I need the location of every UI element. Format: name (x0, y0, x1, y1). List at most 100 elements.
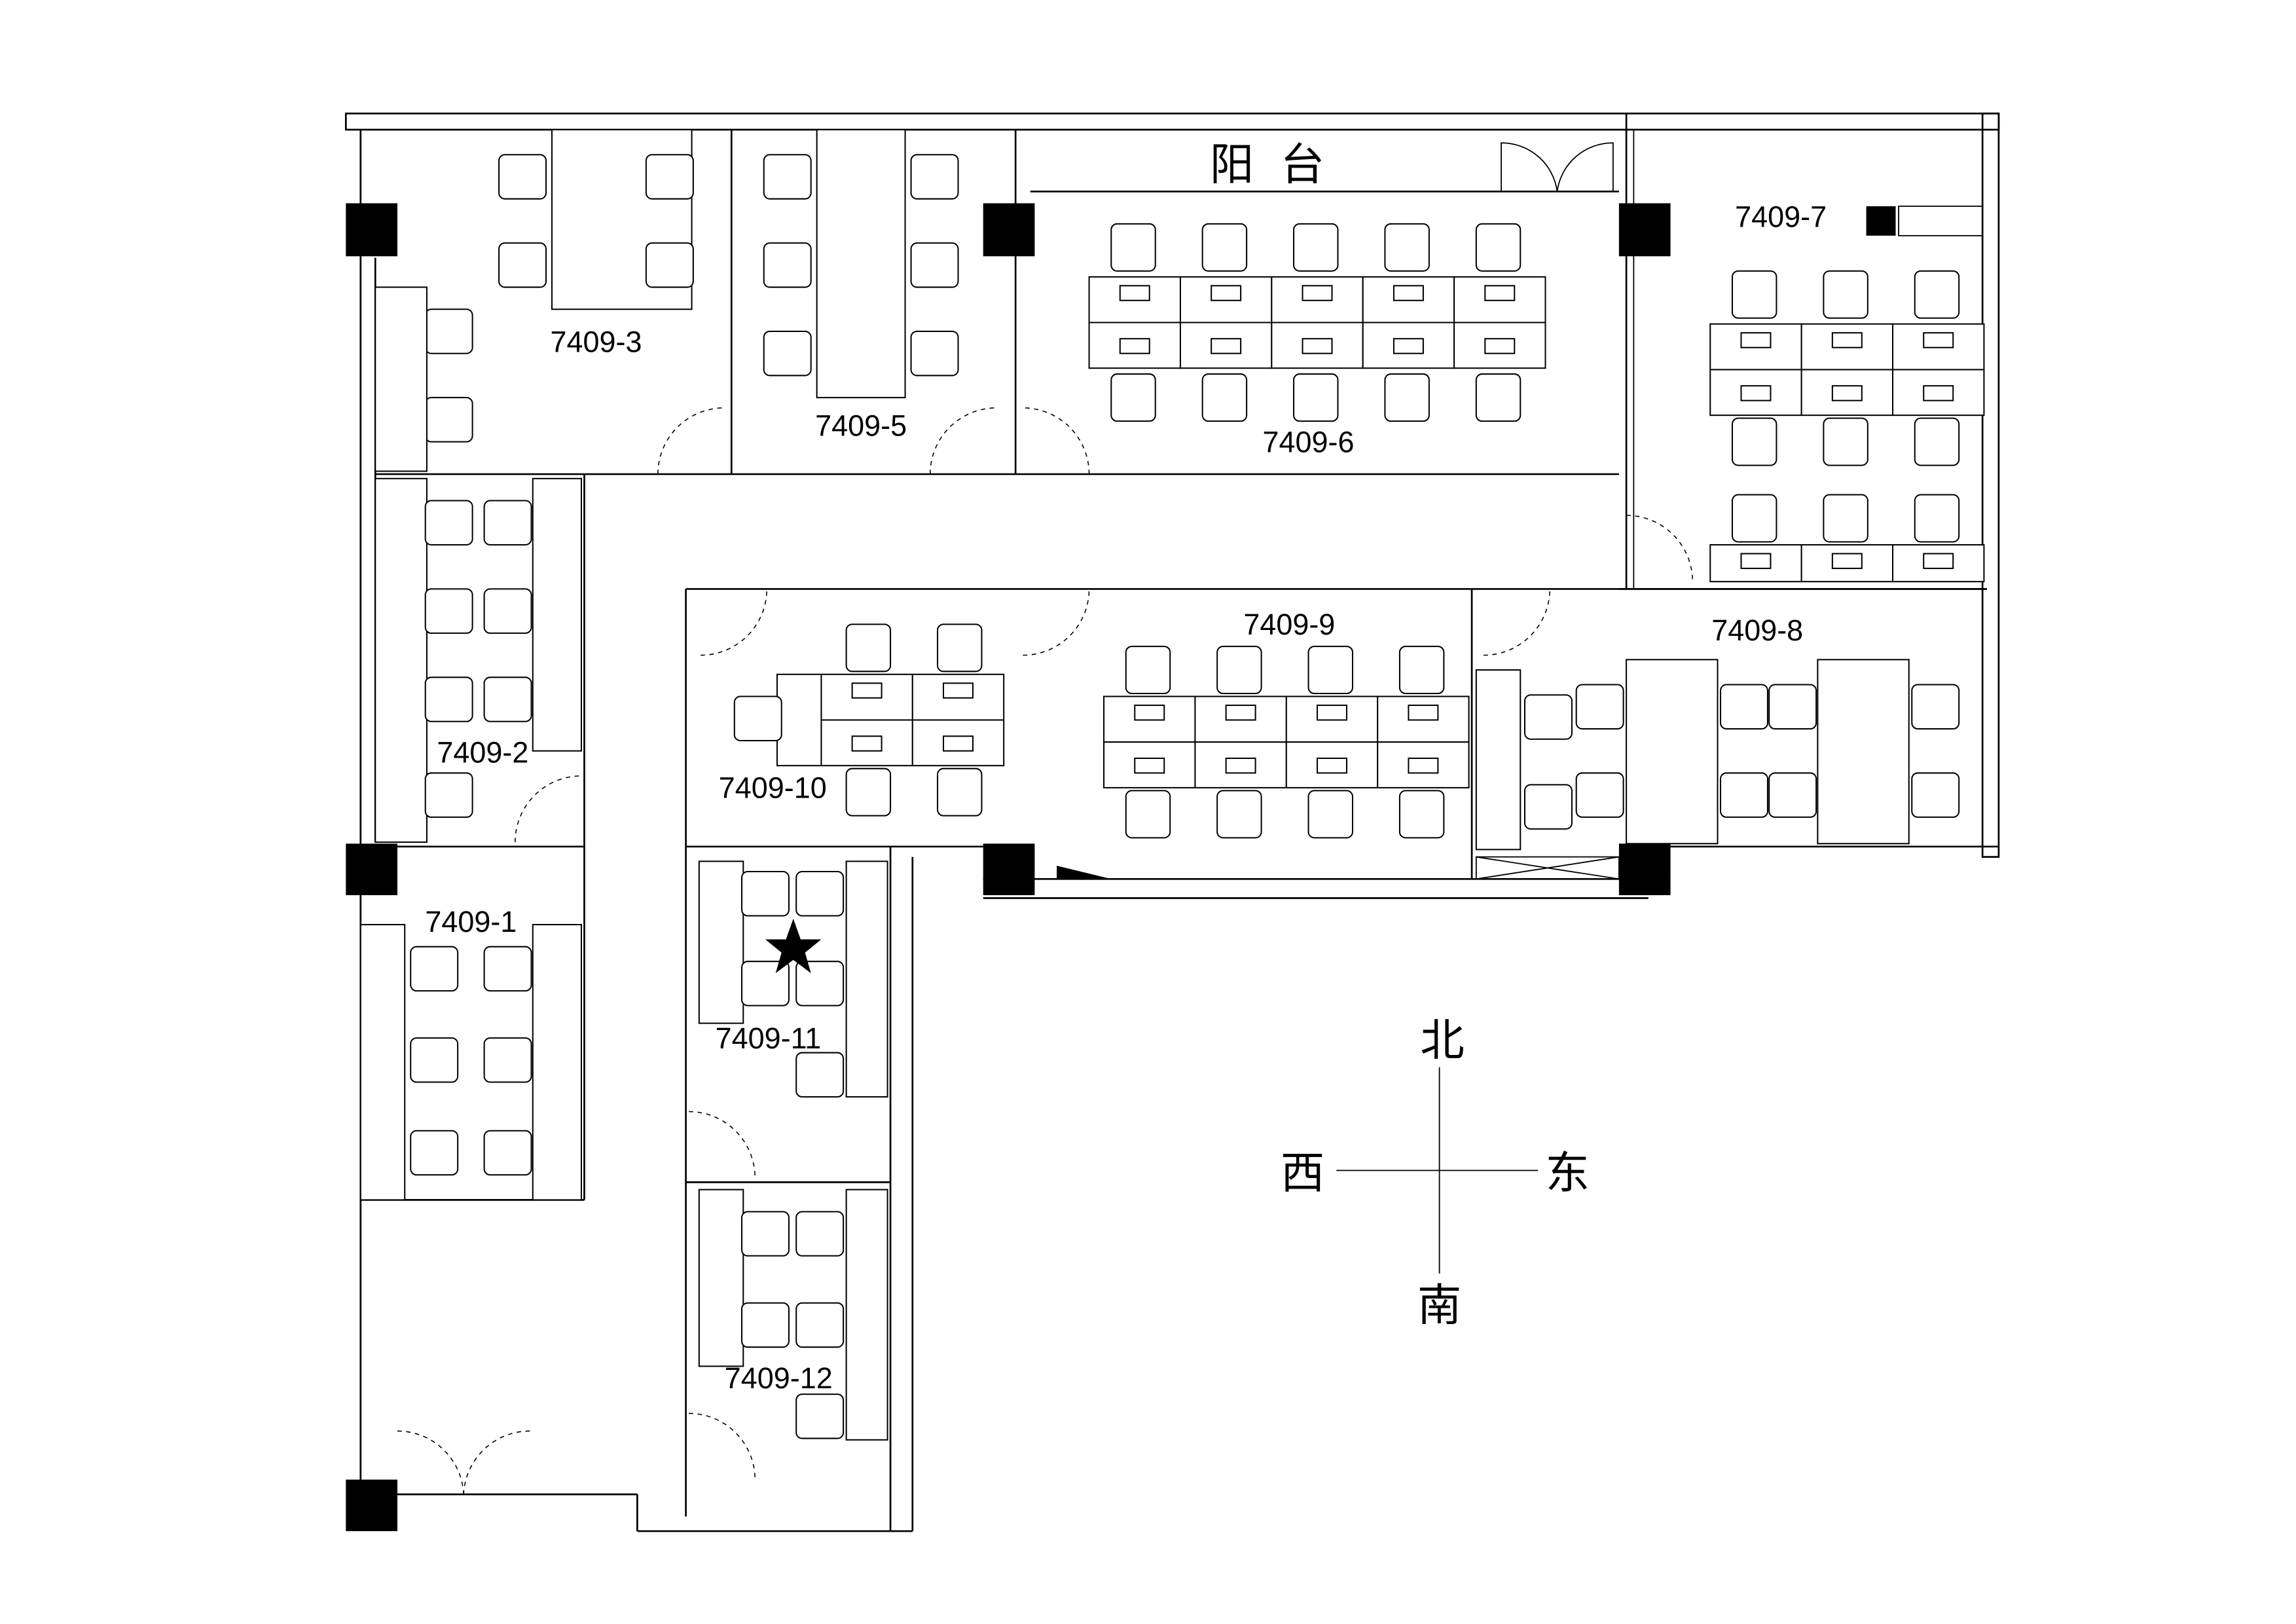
chair-icon (1731, 494, 1777, 543)
chair-icon (937, 623, 983, 673)
chair-icon (498, 154, 547, 200)
monitor-icon (1225, 757, 1256, 774)
desk (359, 923, 406, 1201)
chair-icon (1384, 373, 1430, 422)
room-label-7409-5: 7409-5 (815, 409, 907, 443)
desk (1626, 659, 1719, 845)
chair-icon (424, 676, 473, 722)
chair-icon (410, 1130, 459, 1176)
chair-icon (795, 1211, 845, 1257)
chair-icon (483, 1037, 532, 1083)
compass-east: 东 (1545, 1147, 1589, 1198)
desk (845, 1189, 888, 1441)
chair-icon (741, 1302, 790, 1348)
chair-icon (1911, 772, 1960, 818)
chair-icon (424, 772, 473, 818)
chair-icon (645, 242, 694, 288)
chair-icon (1911, 684, 1960, 729)
monitor-icon (1302, 338, 1333, 354)
compass: 北 南 西 东 (1281, 1014, 1590, 1331)
monitor-icon (1923, 332, 1954, 348)
chair-icon (645, 154, 694, 200)
monitor-icon (1740, 553, 1772, 569)
chair-icon (1731, 270, 1777, 319)
chair-icon (1201, 223, 1248, 272)
chair-icon (1293, 223, 1339, 272)
chair-icon (1823, 417, 1868, 466)
structural-columns (346, 203, 1671, 1532)
chair-icon (741, 961, 790, 1006)
chair-icon (1914, 494, 1960, 543)
chair-icon (1307, 646, 1353, 695)
balcony-label: 阳台 (1210, 138, 1351, 190)
monitor-icon (1484, 285, 1516, 301)
monitor-icon (1923, 385, 1954, 401)
monitor-icon (1119, 285, 1150, 301)
monitor-icon (1740, 385, 1772, 401)
chair-icon (937, 767, 983, 817)
monitor-icon (851, 682, 883, 699)
room-label-7409-1: 7409-1 (425, 905, 517, 938)
compass-north: 北 (1420, 1014, 1464, 1066)
chair-icon (483, 500, 532, 545)
star-icon (765, 918, 822, 974)
monitor-icon (1831, 385, 1863, 401)
chair-icon (763, 242, 812, 288)
chair-icon (845, 767, 892, 817)
chair-icon (1823, 494, 1868, 543)
compass-west: 西 (1281, 1147, 1324, 1198)
chair-icon (424, 397, 473, 443)
chair-icon (483, 1130, 532, 1176)
chair-icon (1475, 373, 1522, 422)
monitor-icon (1317, 705, 1348, 721)
desk (374, 477, 428, 843)
chair-icon (1216, 646, 1262, 695)
monitor-icon (1225, 705, 1256, 721)
monitor-icon (1408, 757, 1439, 774)
chair-icon (498, 242, 547, 288)
chair-icon (741, 1211, 790, 1257)
chair-icon (1110, 373, 1156, 422)
room-label-7409-12: 7409-12 (725, 1361, 833, 1395)
monitor-icon (1211, 338, 1242, 354)
chair-icon (1768, 772, 1817, 818)
desk (532, 477, 583, 752)
monitor-icon (851, 735, 883, 752)
monitor-icon (1317, 757, 1348, 774)
monitor-icon (1408, 705, 1439, 721)
monitor-icon (1484, 338, 1516, 354)
chair-icon (1201, 373, 1248, 422)
chair-icon (424, 308, 473, 354)
chair-icon (1398, 790, 1445, 839)
monitor-icon (1923, 553, 1954, 569)
desk (816, 129, 906, 399)
room-label-7409-11: 7409-11 (716, 1022, 822, 1055)
desk (776, 673, 822, 767)
room-label-7409-6: 7409-6 (1263, 425, 1355, 458)
desk (1817, 659, 1910, 845)
monitor-icon (1211, 285, 1242, 301)
chair-icon (1914, 417, 1960, 466)
chair-icon (1719, 772, 1768, 818)
chair-icon (741, 871, 790, 917)
chair-icon (1307, 790, 1353, 839)
chair-icon (845, 623, 892, 673)
chair-icon (910, 330, 959, 377)
chair-icon (410, 1037, 459, 1083)
chair-icon (1110, 223, 1156, 272)
chair-icon (1216, 790, 1262, 839)
chair-icon (483, 676, 532, 722)
chair-icon (795, 961, 845, 1006)
desk (1892, 323, 1985, 371)
compass-south: 南 (1417, 1280, 1461, 1331)
desk (845, 860, 888, 1098)
desk (1709, 323, 1802, 371)
chair-icon (1384, 223, 1430, 272)
desk (698, 860, 744, 1024)
chair-icon (483, 588, 532, 634)
chair-icon (1575, 772, 1624, 818)
chair-icon (1475, 223, 1522, 272)
chair-icon (795, 1302, 845, 1348)
chair-icon (763, 330, 812, 377)
chair-icon (1398, 646, 1445, 695)
